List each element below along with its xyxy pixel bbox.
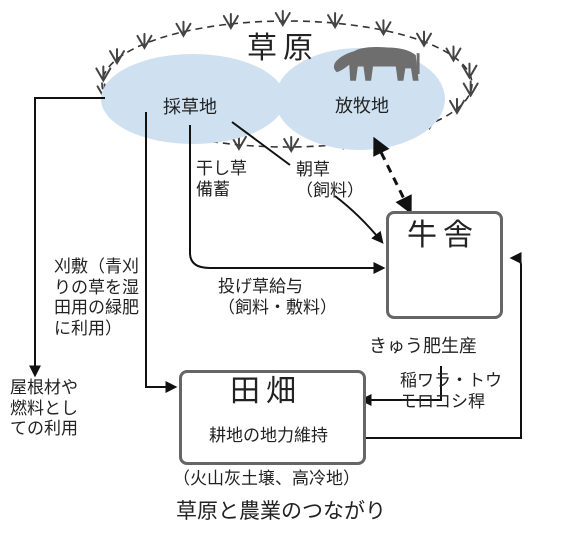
grass-tuft bbox=[327, 12, 344, 30]
grass-tuft bbox=[462, 80, 479, 98]
mowing-area-label: 採草地 bbox=[163, 97, 217, 118]
grass-tuft bbox=[461, 62, 478, 80]
arrow-to-roofing bbox=[29, 97, 105, 378]
morning-grass-label: 朝草 （飼料） bbox=[296, 160, 364, 201]
grass-tuft bbox=[283, 135, 300, 153]
grass-tuft bbox=[109, 48, 126, 66]
soil-note: （火山灰土壌、高冷地） bbox=[173, 469, 360, 489]
field-box bbox=[179, 370, 366, 465]
field-subtitle: 耕地の地力維持 bbox=[209, 426, 328, 446]
arrow-manure bbox=[359, 366, 442, 406]
grass-tuft bbox=[274, 10, 291, 28]
grass-tuft bbox=[136, 32, 153, 50]
grass-tuft bbox=[375, 19, 392, 37]
arrow-pasture-barn bbox=[373, 136, 412, 215]
barn-box bbox=[386, 211, 503, 319]
hay-storage-label: 干し草 備蓄 bbox=[196, 159, 247, 200]
thrown-grass-label: 投げ草給与 （飼料・敷料） bbox=[218, 277, 337, 318]
grassland-title: 草原 bbox=[247, 31, 319, 66]
grass-tuft bbox=[416, 30, 433, 48]
arrow-morning-grass-end bbox=[334, 195, 384, 244]
manure-label: きゅう肥生産 bbox=[369, 336, 477, 357]
grassland-boundary bbox=[101, 20, 473, 148]
roofing-label: 屋根材や 燃料とし ての利用 bbox=[10, 378, 78, 440]
grass-tuft bbox=[222, 12, 239, 30]
green-manure-label: 刈敷（青刈 りの草を湿 田用の緑肥 に利用） bbox=[54, 257, 139, 340]
barn-title: 牛舎 bbox=[407, 218, 479, 253]
field-title: 田畑 bbox=[230, 374, 302, 409]
grass-tuft bbox=[445, 45, 462, 63]
grass-tuft bbox=[448, 97, 465, 115]
figure-caption: 草原と農業のつながり bbox=[176, 499, 386, 523]
arrow-to-field-green-manure bbox=[145, 112, 178, 393]
arrow-morning-grass bbox=[231, 121, 291, 166]
grass-tuft bbox=[175, 20, 192, 38]
pasture-label: 放牧地 bbox=[335, 96, 389, 117]
cow-icon bbox=[333, 47, 420, 81]
arrow-straw bbox=[366, 252, 522, 439]
straw-label: 稲ワラ・トウ モロコシ稈 bbox=[400, 371, 502, 412]
arrow-hay-to-barn bbox=[189, 125, 386, 274]
grass-tuft bbox=[95, 65, 112, 83]
